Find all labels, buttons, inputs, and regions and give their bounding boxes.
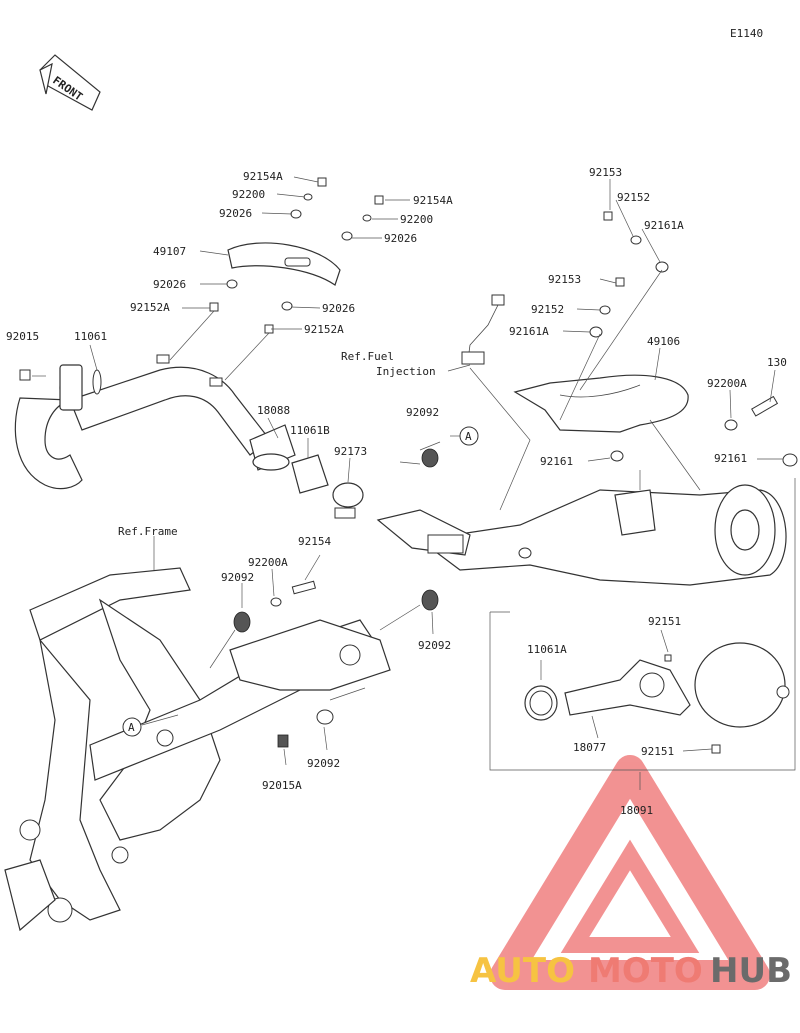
watermark-auto: AUTO [470,951,575,991]
label-92200A-b: 92200A [248,556,288,569]
muffler-detail-box [489,478,796,771]
label-92015: 92015 [6,330,39,343]
label-92152-b: 92152 [531,303,564,316]
washer-92200A [724,419,738,431]
label-92161A-a: 92161A [644,219,684,232]
bolt-130 [751,395,779,417]
nut-92015 [19,369,31,381]
label-92161-b: 92161 [714,452,747,465]
front-arrow-icon: FRONT [39,54,101,111]
label-92200-a: 92200 [232,188,265,201]
label-92154: 92154 [298,535,331,548]
label-92026-a: 92026 [219,207,252,220]
watermark-triangle [490,755,770,990]
label-92152A-b: 92152A [304,323,344,336]
clamp-92173 [332,482,364,519]
label-92153-a: 92153 [589,166,622,179]
label-92026-c: 92026 [384,232,417,245]
heat-guard-49106 [513,374,689,433]
label-11061B: 11061B [290,424,330,437]
label-18091: 18091 [620,804,653,817]
diagram-code: E1140 [730,27,763,40]
gasket-11061B [291,454,329,494]
heat-guard-49107 [227,242,341,286]
label-92092-c: 92092 [418,639,451,652]
ref-frame: Ref.Frame [118,525,178,538]
label-18077: 18077 [573,741,606,754]
muffler [418,484,787,586]
callout-a-upper: A [459,426,479,446]
watermark-text: AUTO MOTO HUB [470,951,792,991]
svg-text:A: A [465,430,472,443]
end-cap [694,642,786,728]
label-92152A-a: 92152A [130,301,170,314]
label-92154A-b: 92154A [413,194,453,207]
label-92200A-a: 92200A [707,377,747,390]
gasket-11061 [92,369,102,395]
ref-fuel-injection-line1: Ref.Fuel [341,350,394,363]
fasteners-top-left [209,177,384,334]
inlet-pipe [376,509,471,556]
label-92092-a: 92092 [406,406,439,419]
label-92154A-a: 92154A [243,170,283,183]
header-pipe [14,354,271,490]
grommet-92161 [782,453,798,467]
watermark-inner-triangle [560,839,700,953]
label-49106: 49106 [647,335,680,348]
label-92015A: 92015A [262,779,302,792]
label-92173: 92173 [334,445,367,458]
fasteners-top-right [589,211,669,462]
label-130: 130 [767,356,787,369]
watermark-hub: HUB [710,951,792,991]
label-92161A-b: 92161A [509,325,549,338]
o2-sensor [461,294,505,365]
label-92026-d: 92026 [322,302,355,315]
frame [4,567,391,932]
callout-a-lower: A [122,717,142,737]
label-92161-a: 92161 [540,455,573,468]
label-92152-a: 92152 [617,191,650,204]
frame-fasteners [233,448,439,748]
part-labels: 92154A 92200 92026 49107 92026 92152A 92… [6,166,787,817]
watermark-logo [490,755,770,990]
label-92151-a: 92151 [648,615,681,628]
ref-fuel-injection-line2: Injection [376,365,436,378]
label-92200-b: 92200 [400,213,433,226]
leader-lines [32,176,783,790]
label-49107: 49107 [153,245,186,258]
label-92153-b: 92153 [548,273,581,286]
label-18088: 18088 [257,404,290,417]
label-92092-d: 92092 [307,757,340,770]
svg-text:A: A [128,721,135,734]
pipe-18077 [564,659,691,716]
label-11061: 11061 [74,330,107,343]
pipe-18088 [249,424,296,471]
label-92026-b: 92026 [153,278,186,291]
label-92151-b: 92151 [641,745,674,758]
watermark-moto: MOTO [588,951,703,991]
label-11061A: 11061A [527,643,567,656]
label-92092-b: 92092 [221,571,254,584]
